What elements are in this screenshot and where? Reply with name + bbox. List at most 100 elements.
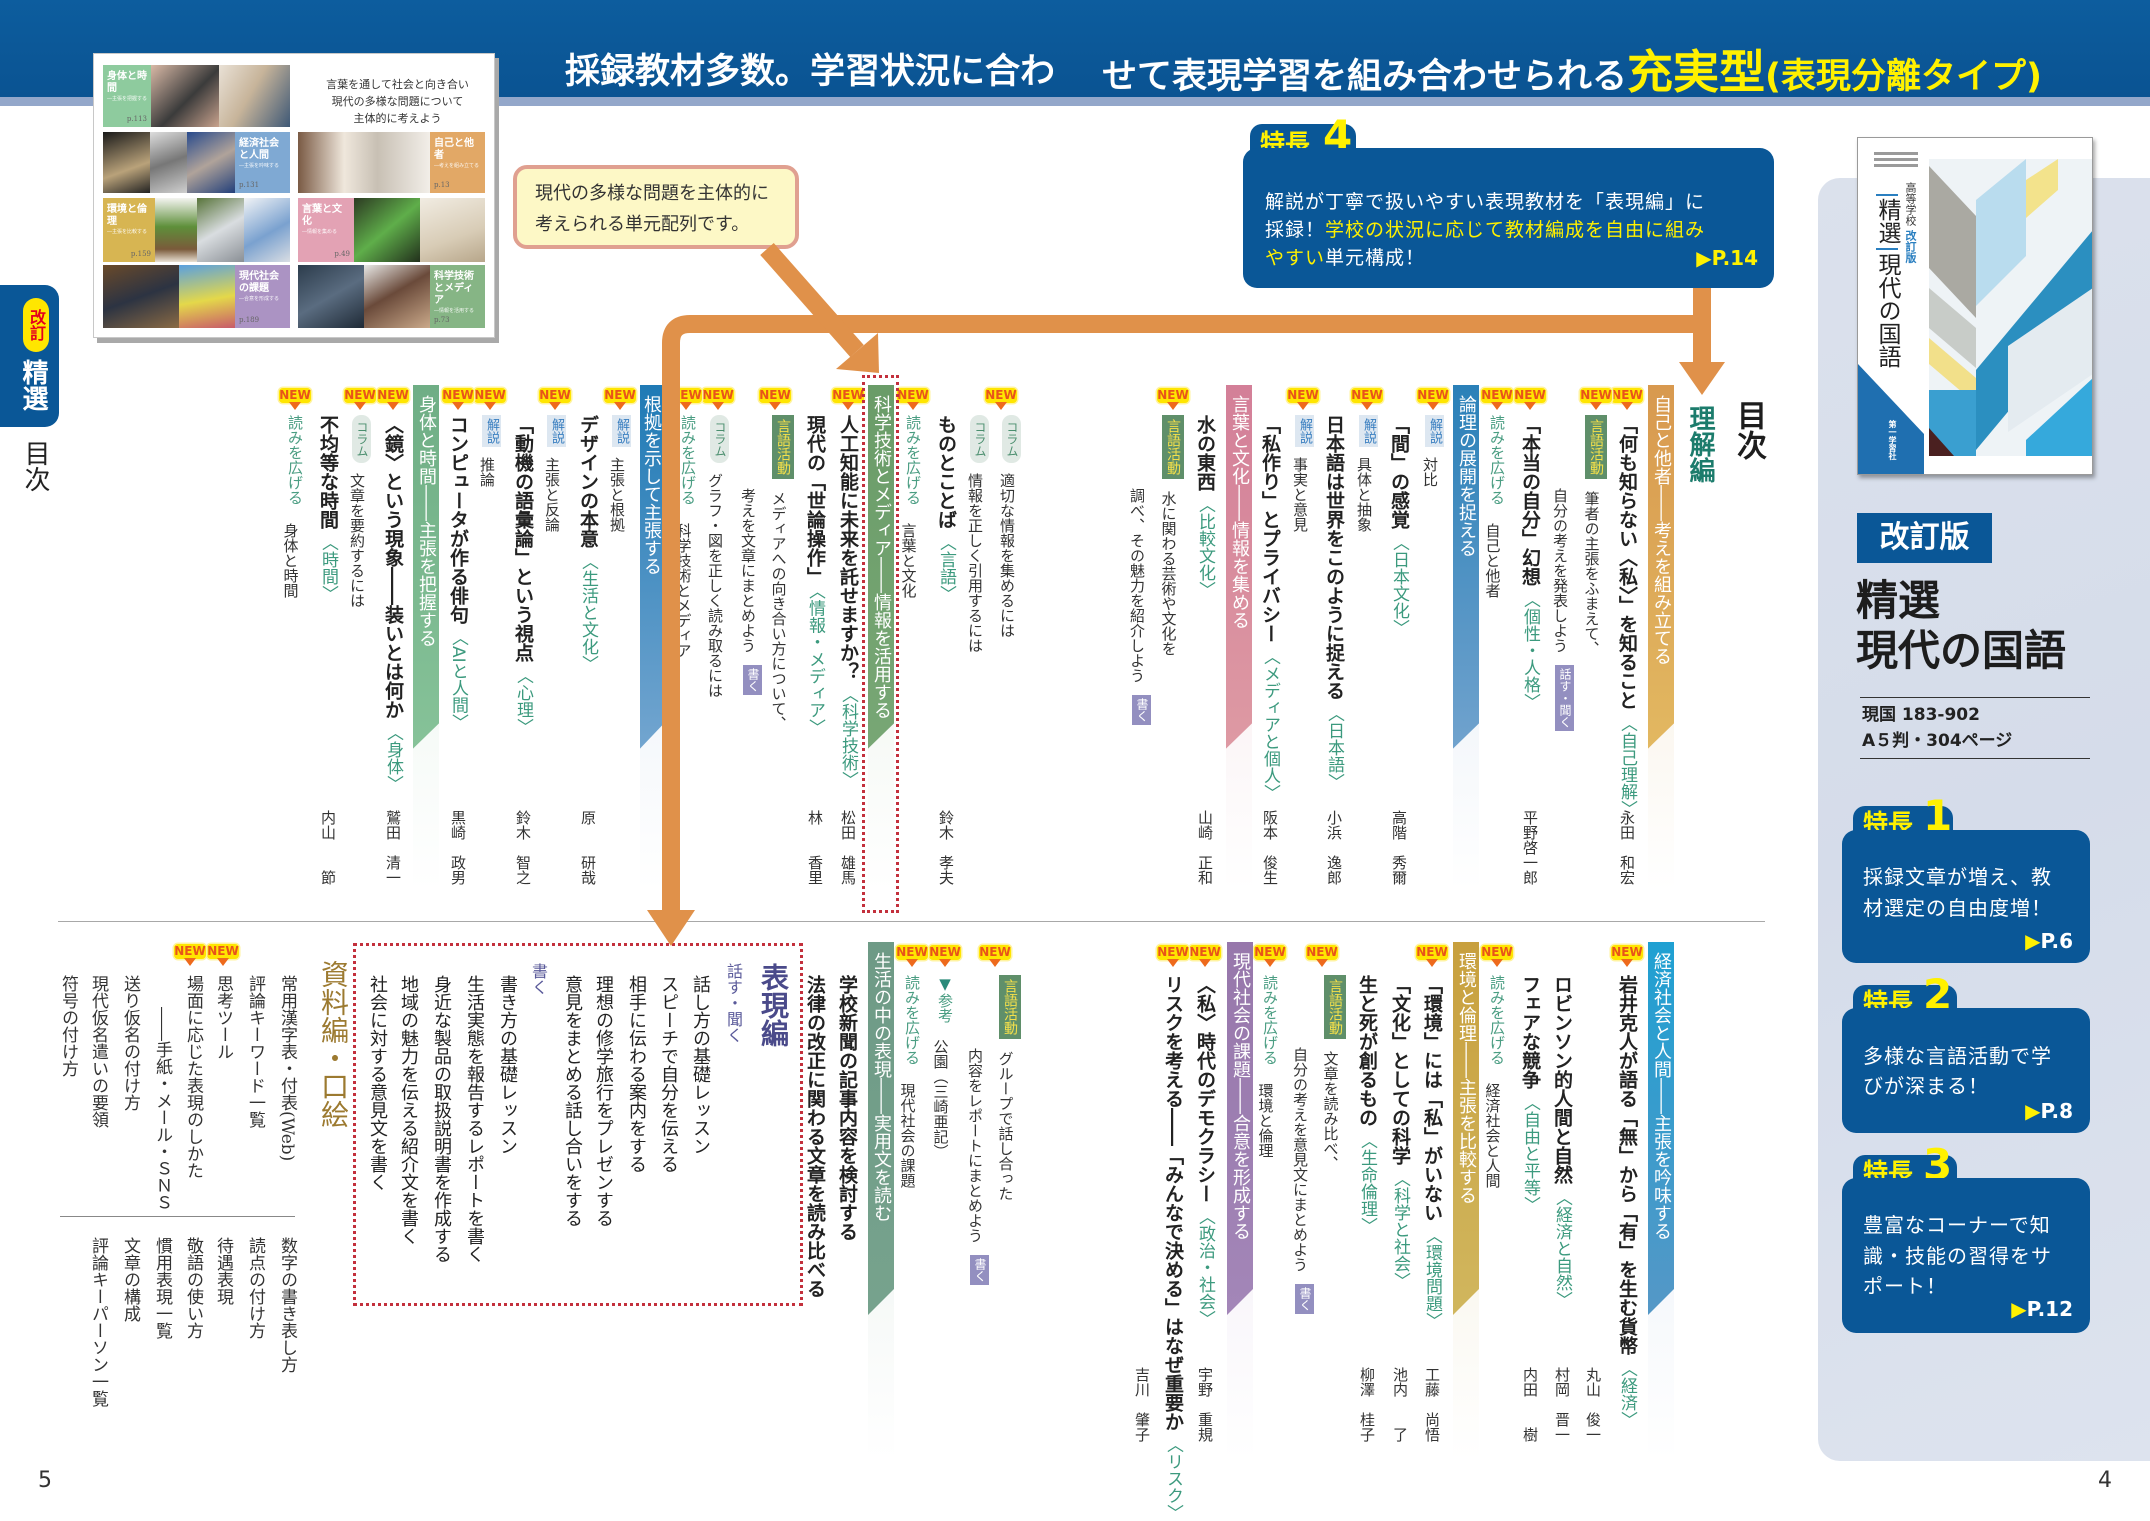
toc-activity: 言語活動メディアへの向き合い方について、 xyxy=(769,415,794,731)
new-badge: NEW xyxy=(474,388,506,411)
unit-header: 生活の中の表現――実用文を読む xyxy=(868,942,894,1460)
item-title: 「間」の感覚 xyxy=(1388,415,1410,529)
materials-item: 思考ツール xyxy=(213,975,233,1060)
triangle-right-icon: ▶ xyxy=(2011,1297,2027,1321)
new-badge: NEW xyxy=(207,944,239,967)
feature4-page: P.14 xyxy=(1711,246,1758,270)
activity-text: 筆者の主張をふまえて、 xyxy=(1582,491,1601,656)
language-activity-tag: 言語活動 xyxy=(999,975,1021,1039)
item-title: デザインの本意 xyxy=(577,415,599,548)
new-badge: NEW xyxy=(702,388,734,411)
item-genre: 〈リスク〉 xyxy=(1163,1436,1183,1521)
collage-photo xyxy=(187,132,235,193)
toc-column: コラムグラフ・図を正しく読み取るには xyxy=(706,415,729,698)
feature2-line: 多様な言語活動で学 xyxy=(1863,1044,2052,1068)
speaking-label: 話す・聞く xyxy=(724,963,743,1043)
left-tab-title: 精選 xyxy=(18,359,48,411)
new-badge: NEW xyxy=(897,388,929,411)
item-author: 永田 和宏 xyxy=(1618,810,1636,885)
feature3-line: 識・技能の習得をサ xyxy=(1863,1244,2052,1268)
item-genre: 〈科学技術〉 xyxy=(838,686,858,788)
item-author: 阪本 俊生 xyxy=(1261,810,1279,885)
triangle-down-icon: ▼ xyxy=(936,975,954,993)
toc-activity: 言語活動筆者の主張をふまえて、 xyxy=(1582,415,1607,656)
item-author: 平野啓一郎 xyxy=(1521,810,1539,885)
item-author: 鈴木 孝夫 xyxy=(937,810,955,885)
item-genre: 〈科学と社会〉 xyxy=(1390,1170,1410,1289)
collage-panel: 言葉と文化 ―情報を集める p.49 xyxy=(298,198,485,262)
toc-extension: 読みを広げる身体と時間 xyxy=(282,415,306,598)
toc-item: デザインの本意〈生活と文化〉 xyxy=(577,415,599,672)
item-title: 現代の「世論操作」 xyxy=(804,415,826,586)
new-badge-label: NEW xyxy=(377,388,409,403)
new-badge: NEW xyxy=(985,388,1017,411)
toc-extension: 読みを広げる自己と他者 xyxy=(1484,415,1508,598)
new-badge: NEW xyxy=(377,388,409,411)
new-badge-label: NEW xyxy=(1611,945,1643,960)
band-fill xyxy=(1227,942,1253,1315)
new-badge-label: NEW xyxy=(474,388,506,403)
toc-practical-item: 法律の改正に関わる文章を読み比べる xyxy=(804,975,826,1298)
toc-item: 水の東西〈比較文化〉 xyxy=(1194,415,1216,598)
collage-panel: 現代社会の課題 ―合意を形成する p.189 xyxy=(103,265,290,328)
item-genre: 〈時間〉 xyxy=(318,534,338,602)
toc-activity-cont: 内容をレポートにまとめよう書く xyxy=(966,1048,989,1285)
new-badge: NEW xyxy=(344,388,376,411)
item-author: 吉川 肇子 xyxy=(1133,1367,1151,1442)
item-author: 高階 秀爾 xyxy=(1390,810,1408,885)
extended-reading-tag: 読みを広げる xyxy=(286,415,304,505)
item-author: 鷲田 清一 xyxy=(384,810,402,885)
extended-reading-tag: 読みを広げる xyxy=(904,415,922,505)
extension-text: 環境と倫理 xyxy=(1256,1083,1275,1158)
activity-text: 水に関わる芸術や文化を xyxy=(1159,491,1178,656)
activity-text: メディアへの向き合い方について、 xyxy=(769,491,788,731)
expression-item: 地域の魅力を伝える紹介文を書く xyxy=(398,975,419,1245)
feature2-page-link[interactable]: ▶P.8 xyxy=(2025,1097,2073,1125)
collage-panel: 科学技術とメディア ―情報を活用する p.73 xyxy=(298,265,485,328)
extension-text: 現代社会の課題 xyxy=(898,1083,917,1188)
feature2-page: P.8 xyxy=(2040,1099,2074,1123)
header-title-right-text: せて表現学習を組み合わせられる xyxy=(1102,57,1628,97)
materials-item: 敬語の使い方 xyxy=(183,1237,203,1339)
new-badge-label: NEW xyxy=(1580,388,1612,403)
materials-item: 数字の書き表し方 xyxy=(277,1237,297,1373)
materials-item: 常用漢字表・付表(Web) xyxy=(277,975,297,1162)
feature3-line: 豊富なコーナーで知 xyxy=(1863,1213,2051,1237)
collage-panel-title: 環境と倫理 xyxy=(107,204,147,227)
understanding-section-title: 理解編 xyxy=(1685,405,1715,483)
feature4-box: 解説が丁寧で扱いやすい表現教材を「表現編」に 採録！学校の状況に応じて教材編成を… xyxy=(1243,148,1774,288)
collage-tagline-line: 主体的に考えよう xyxy=(353,112,442,125)
commentary-text: 対比 xyxy=(1421,457,1439,487)
materials-item: 読点の付け方 xyxy=(245,1237,265,1339)
column-text: 情報を正しく引用するには xyxy=(966,473,984,653)
commentary-text: 主張と反論 xyxy=(543,457,561,532)
column-tag: コラム xyxy=(1002,415,1021,463)
toc-title: 目次 xyxy=(1731,400,1766,460)
new-badge: NEW xyxy=(1481,945,1513,968)
cover-art xyxy=(1858,152,2092,474)
extended-reading-tag: 読みを広げる xyxy=(1261,975,1279,1065)
activity-text: 調べ、その魅力を紹介しよう xyxy=(1128,488,1146,683)
page-number-left: 5 xyxy=(38,1468,52,1493)
materials-item: 符号の付け方 xyxy=(58,975,78,1077)
feature3-page-link[interactable]: ▶P.12 xyxy=(2011,1295,2073,1323)
collage-panel: 環境と倫理 ―主張を比較する p.159 xyxy=(103,198,290,262)
collage-panel-title: 身体と時間 xyxy=(107,71,147,94)
toc-item: 「間」の感覚〈日本文化〉 xyxy=(1388,415,1410,636)
skill-tag: 書く xyxy=(1132,695,1151,725)
product-title-line2: 現代の国語 xyxy=(1856,626,2067,675)
feature1-page-link[interactable]: ▶P.6 xyxy=(2025,927,2073,955)
arrow-shaft xyxy=(760,243,864,357)
feature3-line: ポート！ xyxy=(1863,1274,1947,1298)
feature4-page-link[interactable]: ▶P.14 xyxy=(1696,244,1758,272)
item-title: 「本当の自分」幻想 xyxy=(1519,415,1541,586)
unit-photo-collage: 言葉を通して社会と向き合い 現代の多様な問題について 主体的に考えよう 身体と時… xyxy=(93,53,495,338)
collage-panel-label: 経済社会と人間 ―主張を吟味する p.131 xyxy=(235,132,290,193)
unit-header-label: 言葉と文化――情報を集める xyxy=(1229,395,1250,629)
collage-panel: 自己と他者 ―考えを組み立てる p.13 xyxy=(298,132,485,193)
band-fill xyxy=(1648,942,1674,1315)
commentary-text: 推論 xyxy=(478,457,496,487)
toc-item: リスクを考える――「みんなで決める」はなぜ重要か〈リスク〉 xyxy=(1162,975,1184,1521)
materials-item: 評論キーパーソン一覧 xyxy=(88,1237,108,1407)
unit-header: 経済社会と人間――主張を吟味する xyxy=(1648,942,1674,1460)
